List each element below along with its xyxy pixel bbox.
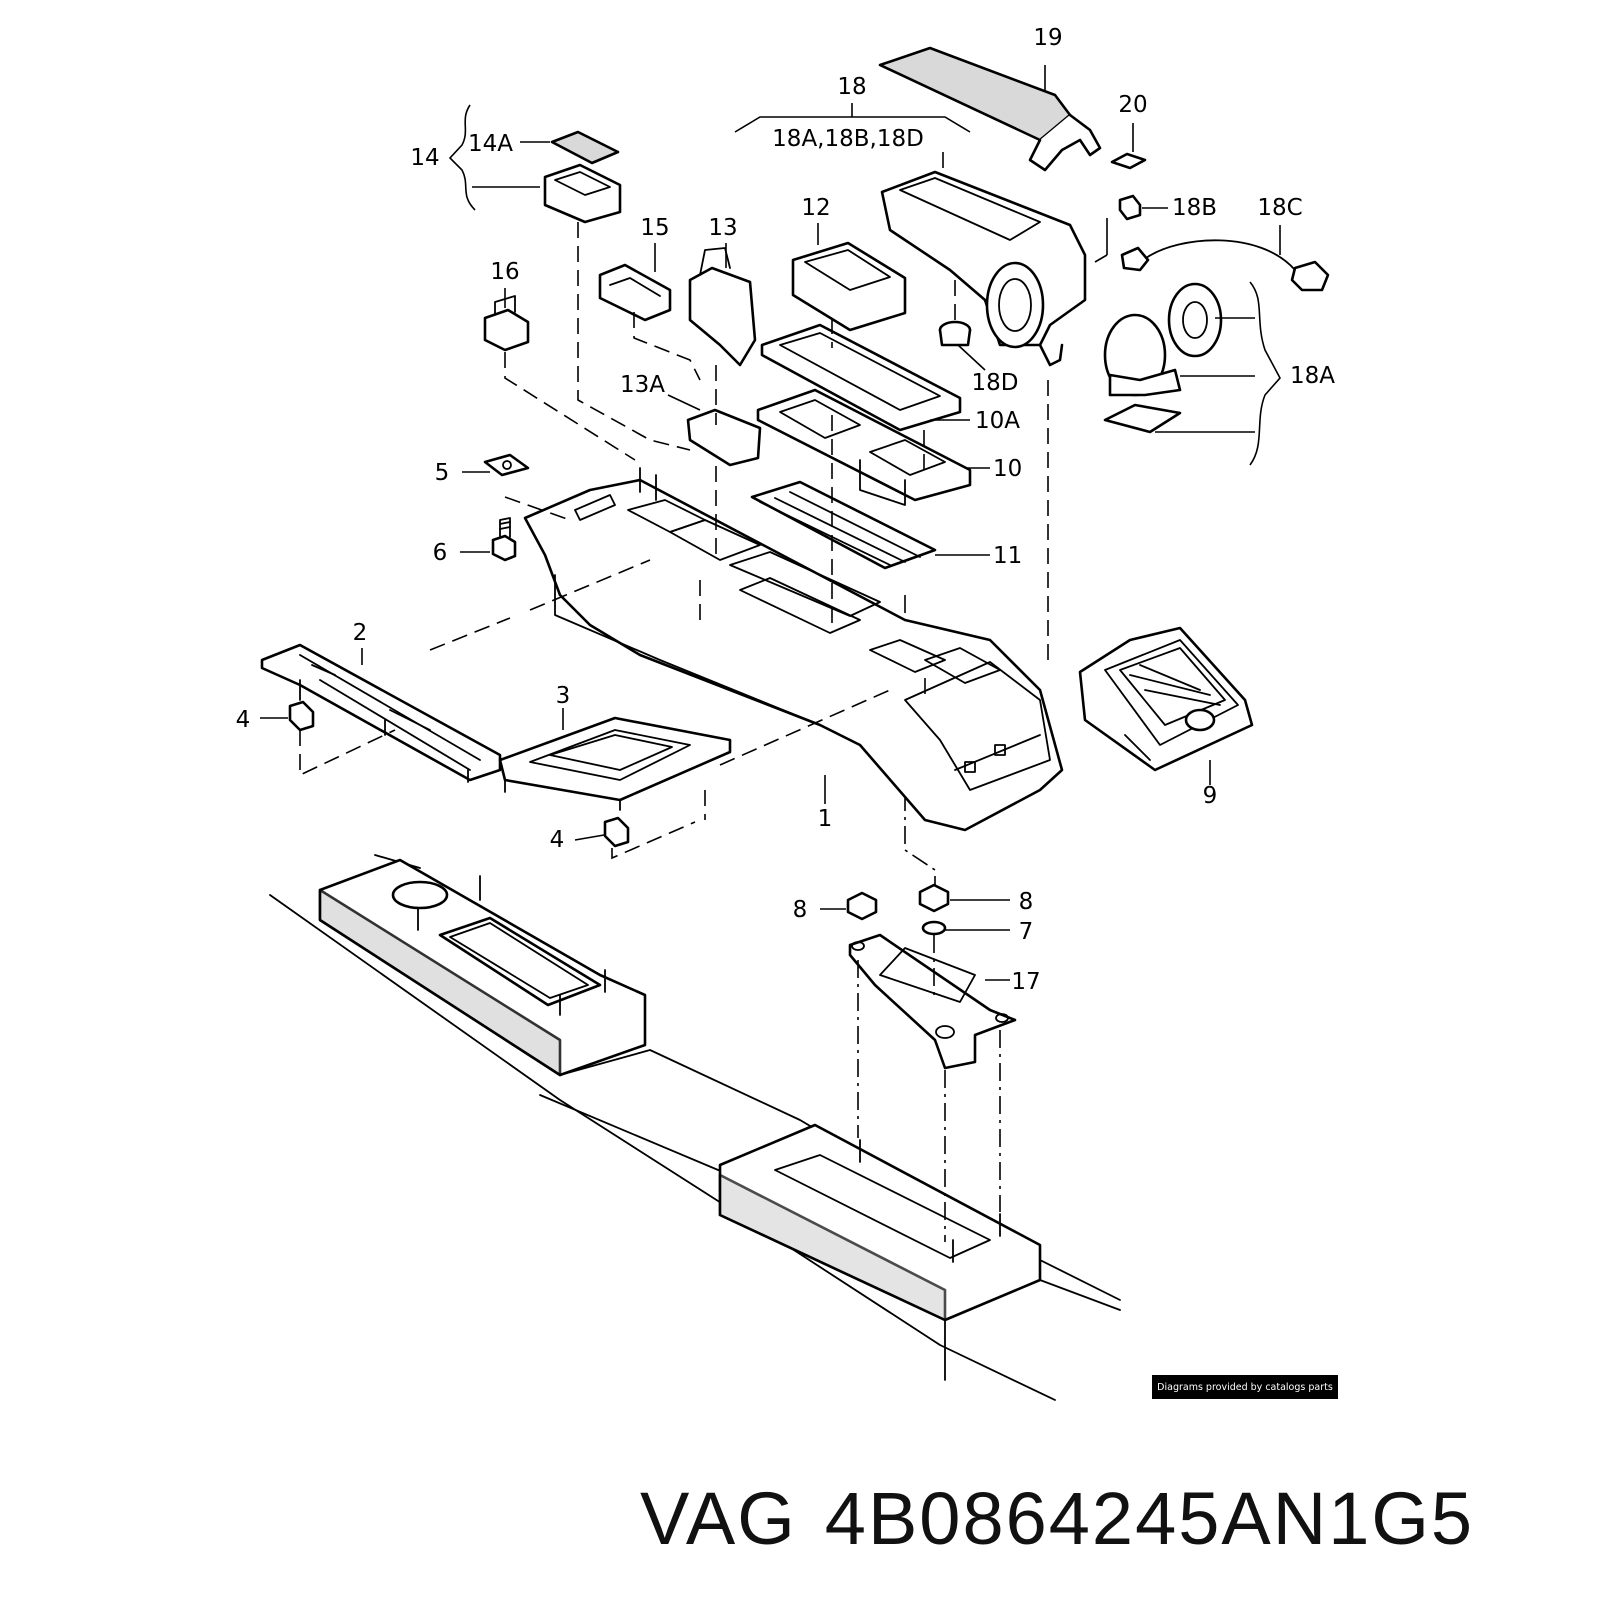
part-number: 4B0864245AN1G5 xyxy=(824,1476,1475,1560)
bracket-5 xyxy=(483,453,530,477)
callout-13a: 13A xyxy=(620,372,665,398)
callout-1: 1 xyxy=(818,806,833,832)
callout-11: 11 xyxy=(993,543,1022,569)
callout-labels: 1 2 3 4 4 5 6 7 8 8 9 10 10A 11 12 13 13… xyxy=(236,25,1336,995)
callout-5: 5 xyxy=(435,460,450,486)
ashtray-14 xyxy=(543,163,622,224)
callout-18-group: 18A,18B,18D xyxy=(772,126,924,152)
leader-lines xyxy=(260,65,1281,981)
callout-10a: 10A xyxy=(975,408,1020,434)
callout-8-left: 8 xyxy=(793,897,808,923)
plug-18d xyxy=(938,320,972,347)
tray-10 xyxy=(756,388,972,506)
credit-badge: Diagrams provided by catalogs parts xyxy=(1152,1375,1338,1399)
callout-14a: 14A xyxy=(468,131,513,157)
callout-17: 17 xyxy=(1011,969,1040,995)
callout-13: 13 xyxy=(708,215,737,241)
callout-2: 2 xyxy=(353,620,368,646)
callout-3: 3 xyxy=(556,683,571,709)
clip-upper xyxy=(288,700,315,732)
armrest-parts-18a xyxy=(1103,282,1223,434)
frame-10a xyxy=(760,323,962,432)
callout-15: 15 xyxy=(640,215,669,241)
armrest-18 xyxy=(880,170,1087,367)
callout-6: 6 xyxy=(433,540,448,566)
center-console xyxy=(523,467,1064,832)
part-number-caption: VAG 4B0864245AN1G5 xyxy=(640,1476,1570,1560)
callout-12: 12 xyxy=(801,195,830,221)
callout-7: 7 xyxy=(1019,919,1034,945)
callout-4-upper: 4 xyxy=(236,707,251,733)
callout-10: 10 xyxy=(993,456,1022,482)
switch-15 xyxy=(598,263,672,322)
callout-18: 18 xyxy=(837,74,866,100)
cable-18c xyxy=(1120,239,1330,292)
callout-18b: 18B xyxy=(1172,195,1217,221)
assembly-lines xyxy=(299,222,1049,860)
callout-4-lower: 4 xyxy=(550,827,565,853)
trim-strip xyxy=(260,643,502,783)
hinge-20 xyxy=(1110,152,1147,170)
switch-18b xyxy=(1118,194,1142,221)
brand-name: VAG xyxy=(640,1476,797,1560)
callout-16: 16 xyxy=(490,259,519,285)
clip-lower xyxy=(603,816,630,848)
trim-bezel xyxy=(498,716,732,811)
callout-19: 19 xyxy=(1033,25,1062,51)
callout-18d: 18D xyxy=(972,370,1019,396)
nut-8-right xyxy=(918,883,950,913)
ashtray-lid-14a xyxy=(550,130,620,165)
callout-14: 14 xyxy=(410,145,439,171)
callout-20: 20 xyxy=(1118,92,1147,118)
callout-9: 9 xyxy=(1203,783,1218,809)
callout-18c: 18C xyxy=(1257,195,1302,221)
cup-holder-13 xyxy=(688,247,757,367)
bracket-assembly-lines xyxy=(857,595,1001,1242)
mounting-bracket xyxy=(848,933,1017,1070)
callout-8-right: 8 xyxy=(1019,889,1034,915)
callout-18a: 18A xyxy=(1290,363,1335,389)
rear-vent-9 xyxy=(1078,626,1254,772)
washer-7 xyxy=(921,920,947,936)
storage-box-12 xyxy=(791,241,907,332)
nut-8-left xyxy=(846,891,878,921)
floor-tunnel xyxy=(269,854,1121,1401)
mat-11 xyxy=(750,480,937,570)
screw-6 xyxy=(491,517,517,562)
switch-16 xyxy=(483,295,530,352)
bracket-13a xyxy=(686,408,762,467)
armrest-lid-19 xyxy=(878,46,1102,172)
